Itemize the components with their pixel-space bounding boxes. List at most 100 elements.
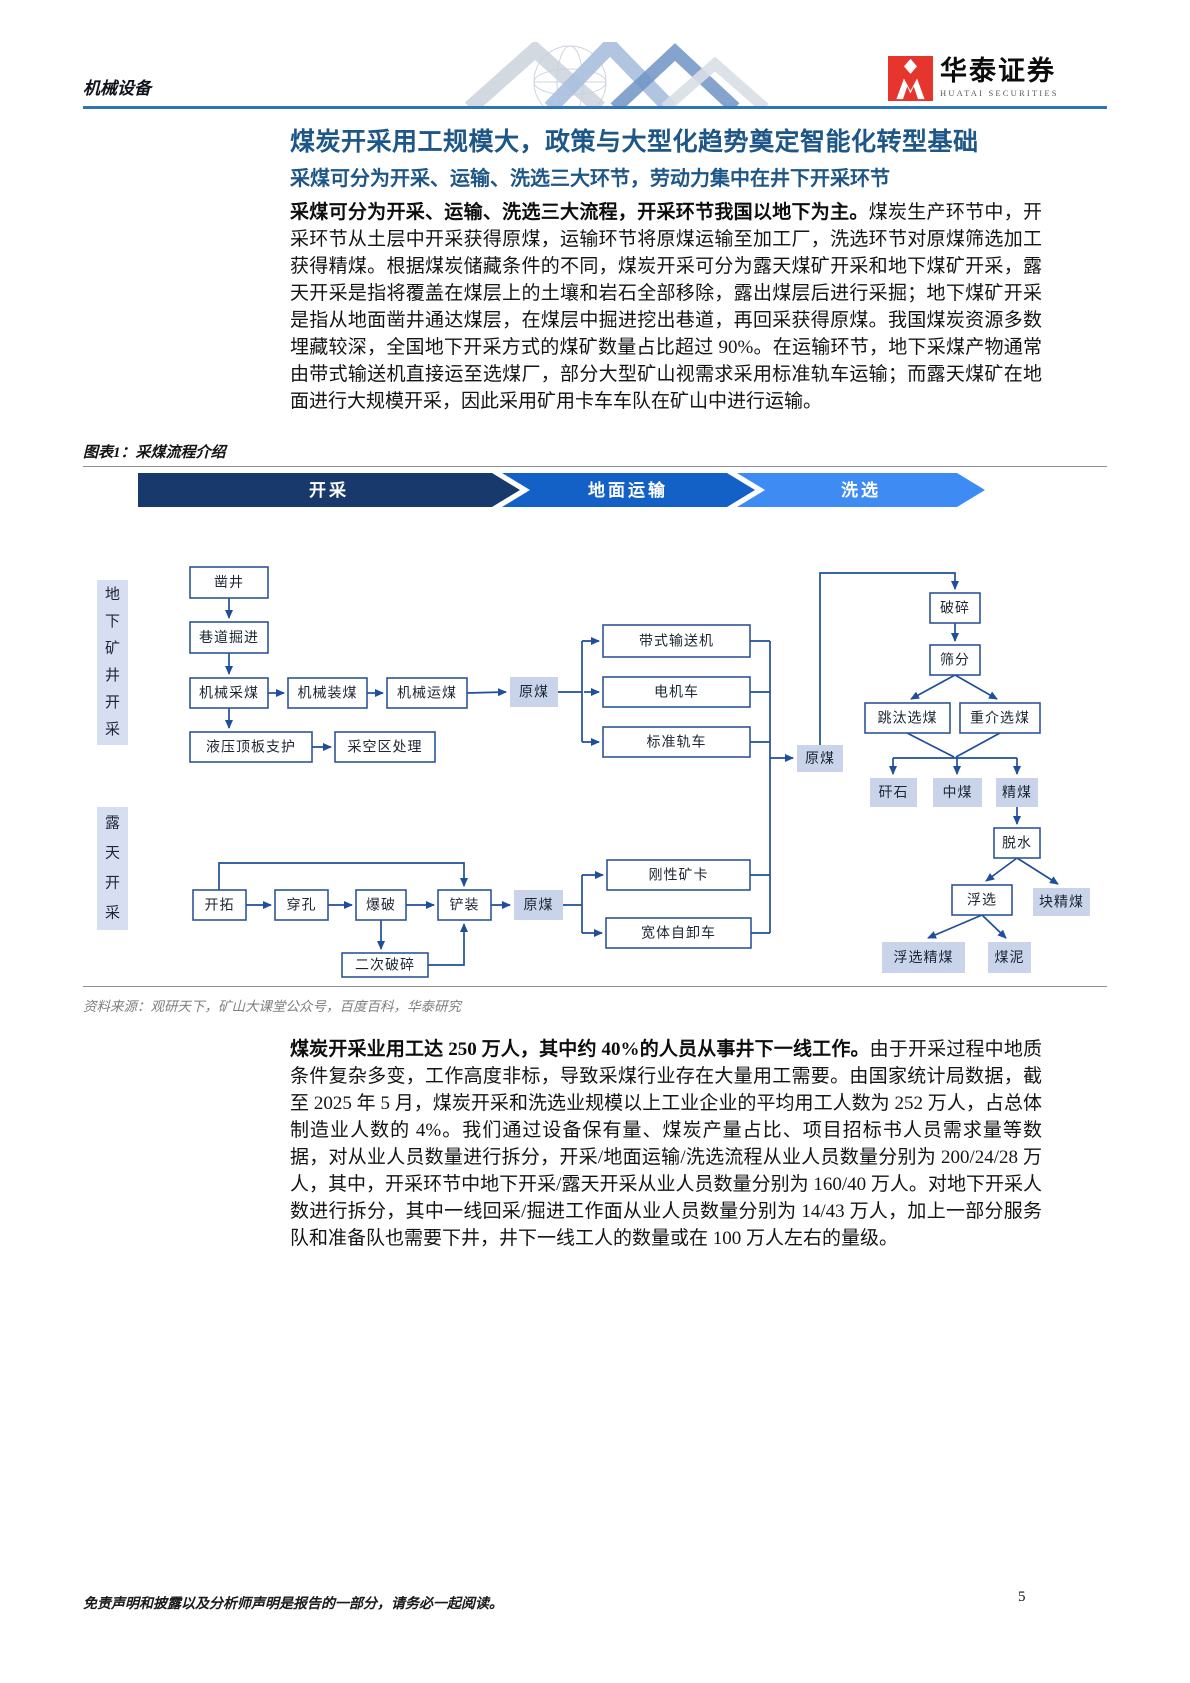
flow-node-ecps [341,952,429,978]
flow-node-label-gxkk: 刚性矿卡 [649,868,709,884]
flow-node-yuanmei1 [510,677,558,707]
flow-node-jingmei [996,778,1038,807]
figure-source: 资料来源：观研天下，矿山大课堂公众号，百度百科，华泰研究 [83,999,461,1014]
flow-node-fxjm [882,942,965,973]
flow-node-label-zaojing: 凿井 [214,575,244,591]
page-subtitle: 采煤可分为开采、运输、洗选三大环节，劳动力集中在井下开采环节 [290,168,890,190]
page-title: 煤炭开采用工规模大，政策与大型化趋势奠定智能化转型基础 [290,129,979,156]
flow-node-label-posui: 破碎 [940,601,970,617]
flow-node-label-xdjj: 巷道掘进 [199,630,259,646]
flow-node-zhongjie [959,702,1041,734]
huatai-logo-icon [888,56,933,101]
flow-node-label-fxjm: 浮选精煤 [894,950,954,966]
flow-node-label-yuanmei1: 原煤 [519,685,549,701]
flow-node-yuanmei3 [797,745,843,772]
paragraph-1-text: 煤炭生产环节中，开采环节从土层中开采获得原煤，运输环节将原煤运输至加工厂，洗选环… [290,202,1042,412]
banner-surface-transport-label: 地面运输 [588,480,668,500]
flow-node-jxcm [189,677,269,709]
paragraph-2-lead: 煤炭开采业用工达 250 万人，其中约 40%的人员从事井下一线工作。 [290,1039,870,1060]
flow-node-label-bzgc: 标准轨车 [647,734,707,751]
flow-node-djc [602,676,751,708]
flow-node-label-jxcm: 机械采煤 [199,686,259,702]
flow-node-bzgc [602,726,751,758]
flow-node-tiaotai [864,702,951,734]
flow-nodes: 凿井巷道掘进机械采煤机械装煤机械运煤原煤液压顶板支护采空区处理带式输送机电机车标… [189,566,1090,978]
huatai-logo-text: 华泰证券 HUATAI SECURITIES [940,56,1059,98]
paragraph-1: 采煤可分为开采、运输、洗选三大流程，开采环节我国以地下为主。煤炭生产环节中，开采… [290,199,1042,415]
brand-name-en: HUATAI SECURITIES [940,88,1059,99]
paragraph-2: 煤炭开采业用工达 250 万人，其中约 40%的人员从事井下一线工作。由于开采过… [290,1036,1042,1252]
flow-node-yyzh [189,731,313,763]
flow-node-meini [988,942,1031,973]
flow-node-chanzhuang [437,889,492,921]
flow-node-label-yyzh: 液压顶板支护 [206,740,296,756]
flow-lane-label-1: 露天开采 [105,815,120,922]
paragraph-2-text: 由于开采过程中地质条件复杂多变，工作高度非标，导致采煤行业存在大量用工需要。由国… [290,1039,1042,1249]
flow-node-fuxuan [951,884,1013,916]
flow-node-label-meini: 煤泥 [995,950,1025,966]
flow-lane-0 [97,580,128,745]
flow-node-label-baopo: 爆破 [366,898,396,914]
flow-node-yuanmei2 [514,890,563,920]
flow-node-label-kaituo: 开拓 [205,898,235,914]
flow-node-label-djc: 电机车 [654,684,699,701]
flow-node-gxkk [606,859,751,891]
paragraph-1-lead: 采煤可分为开采、运输、洗选三大流程，开采环节我国以地下为主。 [290,202,869,223]
flow-node-zaojing [189,566,269,599]
flow-node-kuaijingmei [1033,888,1090,916]
flow-node-label-ktzxc: 宽体自卸车 [641,925,716,942]
flow-node-label-dssj: 带式输送机 [639,634,714,650]
banner-mining [138,473,520,507]
mining-process-flowchart: 开采 地面运输 洗选 [97,473,1090,978]
flow-edges [218,572,1059,966]
figure-top-rule [83,466,1107,467]
flow-node-posui [929,592,981,624]
flow-node-xdjj [189,621,269,654]
stage-banner: 开采 地面运输 洗选 [138,473,985,507]
flow-node-label-ckqcl: 采空区处理 [348,740,423,756]
flow-node-kaituo [192,889,247,921]
flow-node-label-ecps: 二次破碎 [355,958,415,974]
flow-node-label-yuanmei2: 原煤 [524,898,554,914]
flow-node-zhongmei [933,778,982,807]
figure-bottom-rule [83,986,1107,987]
page-number: 5 [1018,1589,1026,1605]
flow-node-label-fuxuan: 浮选 [967,893,997,909]
banner-washing [737,473,985,507]
footer-disclaimer: 免责声明和披露以及分析师声明是报告的一部分，请务必一起阅读。 [83,1597,503,1612]
flow-node-tuoshui [993,827,1041,859]
flow-node-ganshi [870,778,917,807]
mountain-chevrons-icon [465,42,769,108]
flow-node-shaifen [929,644,981,676]
flow-node-chuankong [274,889,329,921]
banner-surface-transport [502,473,755,507]
flow-node-ckqcl [334,731,436,763]
flow-node-label-shaifen: 筛分 [940,653,970,669]
flow-node-label-jxzm: 机械装煤 [298,686,358,702]
banner-mining-label: 开采 [309,481,349,500]
flow-lane-label-0: 地下矿井开采 [105,586,120,738]
flow-node-jxzm [287,677,368,709]
flow-node-label-zhongjie: 重介选煤 [970,711,1030,727]
banner-washing-label: 洗选 [841,480,881,500]
flow-node-label-zhongmei: 中煤 [943,785,973,801]
header-decoration-graphic [465,42,769,108]
header-rule [83,106,1107,109]
flow-node-label-jxym: 机械运煤 [397,686,457,702]
flow-node-dssj [602,624,751,658]
figure-caption: 图表1：采煤流程介绍 [83,445,226,461]
sector-label: 机械设备 [83,79,151,98]
flow-lane-1 [97,807,128,930]
flow-node-label-yuanmei3: 原煤 [805,751,835,767]
flow-node-ktzxc [605,917,752,949]
flow-node-jxym [386,677,468,709]
brand-name-cn: 华泰证券 [940,56,1056,86]
flow-node-baopo [355,889,407,921]
flow-node-label-ganshi: 矸石 [879,785,909,801]
flow-node-label-tuoshui: 脱水 [1002,836,1032,852]
huatai-logo: 华泰证券 HUATAI SECURITIES [888,56,1059,101]
flow-node-label-kuaijingmei: 块精煤 [1039,895,1084,911]
flow-node-label-tiaotai: 跳汰选煤 [878,711,938,727]
